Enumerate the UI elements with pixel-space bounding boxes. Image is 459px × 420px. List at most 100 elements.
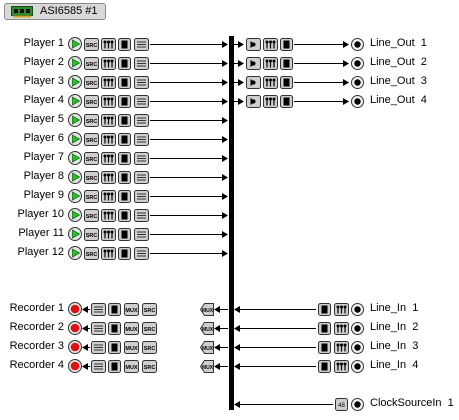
volume-icon[interactable] (108, 360, 121, 373)
meter-icon[interactable] (263, 57, 278, 70)
meter-icon[interactable] (263, 76, 278, 89)
format-icon[interactable] (134, 38, 149, 51)
volume-icon[interactable] (118, 152, 131, 165)
format-icon[interactable] (134, 133, 149, 146)
adapter-tab[interactable]: ASI6585 #1 (4, 3, 106, 20)
volume-icon[interactable] (108, 341, 121, 354)
format-icon[interactable] (91, 322, 106, 335)
mux-icon[interactable]: MUX (124, 303, 139, 316)
node-icon[interactable] (351, 303, 364, 316)
play-icon[interactable] (68, 246, 82, 260)
clock-rate-badge[interactable]: 48 (335, 398, 348, 411)
meter-icon[interactable] (101, 247, 116, 260)
node-icon[interactable] (351, 322, 364, 335)
recorder-mux[interactable]: MUX (199, 322, 214, 335)
play-icon[interactable] (68, 37, 82, 51)
meter-icon[interactable] (101, 171, 116, 184)
src-icon[interactable]: SRC (142, 322, 157, 335)
meter-icon[interactable] (101, 190, 116, 203)
meter-icon[interactable] (101, 209, 116, 222)
meter-icon[interactable] (101, 95, 116, 108)
format-icon[interactable] (91, 303, 106, 316)
play-icon[interactable] (68, 94, 82, 108)
meter-icon[interactable] (101, 114, 116, 127)
format-icon[interactable] (91, 360, 106, 373)
play-icon[interactable] (68, 208, 82, 222)
meter-icon[interactable] (101, 76, 116, 89)
meter-icon[interactable] (101, 133, 116, 146)
format-icon[interactable] (134, 171, 149, 184)
outgoing-tap[interactable] (246, 76, 261, 89)
src-icon[interactable]: SRC (84, 76, 99, 89)
format-icon[interactable] (134, 76, 149, 89)
meter-icon[interactable] (334, 341, 349, 354)
src-icon[interactable]: SRC (84, 228, 99, 241)
src-icon[interactable]: SRC (84, 209, 99, 222)
volume-icon[interactable] (118, 76, 131, 89)
play-icon[interactable] (68, 170, 82, 184)
record-icon[interactable] (68, 340, 82, 354)
record-icon[interactable] (68, 321, 82, 335)
volume-icon[interactable] (118, 133, 131, 146)
node-icon[interactable] (351, 76, 364, 89)
volume-icon[interactable] (318, 360, 331, 373)
src-icon[interactable]: SRC (84, 133, 99, 146)
format-icon[interactable] (134, 152, 149, 165)
play-icon[interactable] (68, 189, 82, 203)
src-icon[interactable]: SRC (84, 247, 99, 260)
node-icon[interactable] (351, 38, 364, 51)
volume-icon[interactable] (118, 171, 131, 184)
node-icon[interactable] (351, 95, 364, 108)
volume-icon[interactable] (280, 95, 293, 108)
volume-icon[interactable] (118, 247, 131, 260)
volume-icon[interactable] (118, 228, 131, 241)
outgoing-tap[interactable] (246, 57, 261, 70)
node-icon[interactable] (351, 398, 364, 411)
recorder-mux[interactable]: MUX (199, 303, 214, 316)
mux-icon[interactable]: MUX (124, 360, 139, 373)
meter-icon[interactable] (101, 57, 116, 70)
volume-icon[interactable] (318, 322, 331, 335)
mux-icon[interactable]: MUX (124, 322, 139, 335)
meter-icon[interactable] (334, 303, 349, 316)
recorder-mux[interactable]: MUX (199, 341, 214, 354)
volume-icon[interactable] (118, 95, 131, 108)
play-icon[interactable] (68, 132, 82, 146)
meter-icon[interactable] (263, 38, 278, 51)
src-icon[interactable]: SRC (84, 38, 99, 51)
format-icon[interactable] (134, 228, 149, 241)
format-icon[interactable] (91, 341, 106, 354)
node-icon[interactable] (351, 57, 364, 70)
play-icon[interactable] (68, 113, 82, 127)
volume-icon[interactable] (318, 303, 331, 316)
mux-icon[interactable]: MUX (124, 341, 139, 354)
src-icon[interactable]: SRC (84, 57, 99, 70)
src-icon[interactable]: SRC (84, 152, 99, 165)
volume-icon[interactable] (280, 38, 293, 51)
src-icon[interactable]: SRC (84, 190, 99, 203)
volume-icon[interactable] (280, 57, 293, 70)
record-icon[interactable] (68, 302, 82, 316)
meter-icon[interactable] (263, 95, 278, 108)
volume-icon[interactable] (108, 303, 121, 316)
outgoing-tap[interactable] (246, 95, 261, 108)
recorder-mux[interactable]: MUX (199, 360, 214, 373)
format-icon[interactable] (134, 114, 149, 127)
src-icon[interactable]: SRC (142, 341, 157, 354)
format-icon[interactable] (134, 247, 149, 260)
volume-icon[interactable] (318, 341, 331, 354)
play-icon[interactable] (68, 56, 82, 70)
meter-icon[interactable] (334, 360, 349, 373)
format-icon[interactable] (134, 95, 149, 108)
node-icon[interactable] (351, 360, 364, 373)
record-icon[interactable] (68, 359, 82, 373)
meter-icon[interactable] (101, 152, 116, 165)
meter-icon[interactable] (101, 38, 116, 51)
format-icon[interactable] (134, 57, 149, 70)
format-icon[interactable] (134, 190, 149, 203)
format-icon[interactable] (134, 209, 149, 222)
volume-icon[interactable] (118, 57, 131, 70)
meter-icon[interactable] (334, 322, 349, 335)
src-icon[interactable]: SRC (84, 95, 99, 108)
src-icon[interactable]: SRC (84, 114, 99, 127)
